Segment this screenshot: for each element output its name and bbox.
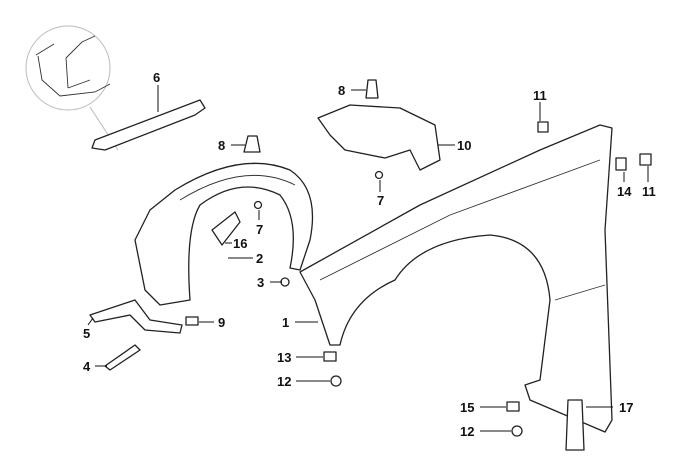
callout-5: 5 bbox=[83, 326, 90, 341]
part-12-screw-middle[interactable] bbox=[330, 375, 342, 387]
part-1-fender[interactable] bbox=[299, 124, 613, 433]
part-10-cover[interactable] bbox=[317, 104, 441, 171]
callout-11-upper: 11 bbox=[533, 88, 547, 103]
callout-13: 13 bbox=[277, 350, 291, 365]
detail-inset bbox=[25, 25, 119, 151]
part-14-nut[interactable] bbox=[615, 157, 627, 171]
callout-4: 4 bbox=[83, 359, 91, 374]
callout-2: 2 bbox=[256, 251, 263, 266]
part-7-screw-right[interactable] bbox=[374, 170, 384, 180]
part-8-clip-upper[interactable] bbox=[365, 79, 379, 99]
part-11-bolt-upper[interactable] bbox=[537, 121, 549, 133]
callout-6: 6 bbox=[153, 70, 160, 85]
callout-3: 3 bbox=[257, 275, 264, 290]
part-12-screw-bottom[interactable] bbox=[511, 425, 523, 437]
part-15-nut[interactable] bbox=[506, 401, 520, 412]
part-6-rail[interactable] bbox=[91, 99, 206, 151]
callout-7-left: 7 bbox=[256, 222, 263, 237]
callout-12-bottom: 12 bbox=[460, 424, 474, 439]
part-13-nut[interactable] bbox=[323, 351, 337, 362]
callout-16: 16 bbox=[233, 236, 247, 251]
callout-11-right: 11 bbox=[642, 184, 656, 199]
part-7-screw-left[interactable] bbox=[253, 200, 263, 210]
part-8-clip-left[interactable] bbox=[243, 135, 261, 153]
part-17-plug[interactable] bbox=[565, 399, 585, 451]
callout-10: 10 bbox=[457, 138, 471, 153]
callout-8-left: 8 bbox=[218, 138, 225, 153]
part-11-bolt-right[interactable] bbox=[639, 153, 652, 166]
callout-14: 14 bbox=[617, 184, 632, 199]
callout-7-right: 7 bbox=[377, 193, 384, 208]
part-9-nut[interactable] bbox=[185, 316, 199, 326]
callout-8-upper: 8 bbox=[338, 83, 345, 98]
callout-9: 9 bbox=[218, 315, 225, 330]
callout-17: 17 bbox=[619, 400, 633, 415]
leader-lines bbox=[87, 85, 649, 432]
part-2-wheel-liner[interactable] bbox=[134, 162, 314, 306]
part-3-screw[interactable] bbox=[280, 277, 290, 287]
part-4-strip[interactable] bbox=[104, 344, 141, 371]
callout-15: 15 bbox=[460, 400, 474, 415]
callout-12-middle: 12 bbox=[277, 374, 291, 389]
callout-1: 1 bbox=[282, 315, 289, 330]
part-5-bracket[interactable] bbox=[89, 299, 183, 334]
